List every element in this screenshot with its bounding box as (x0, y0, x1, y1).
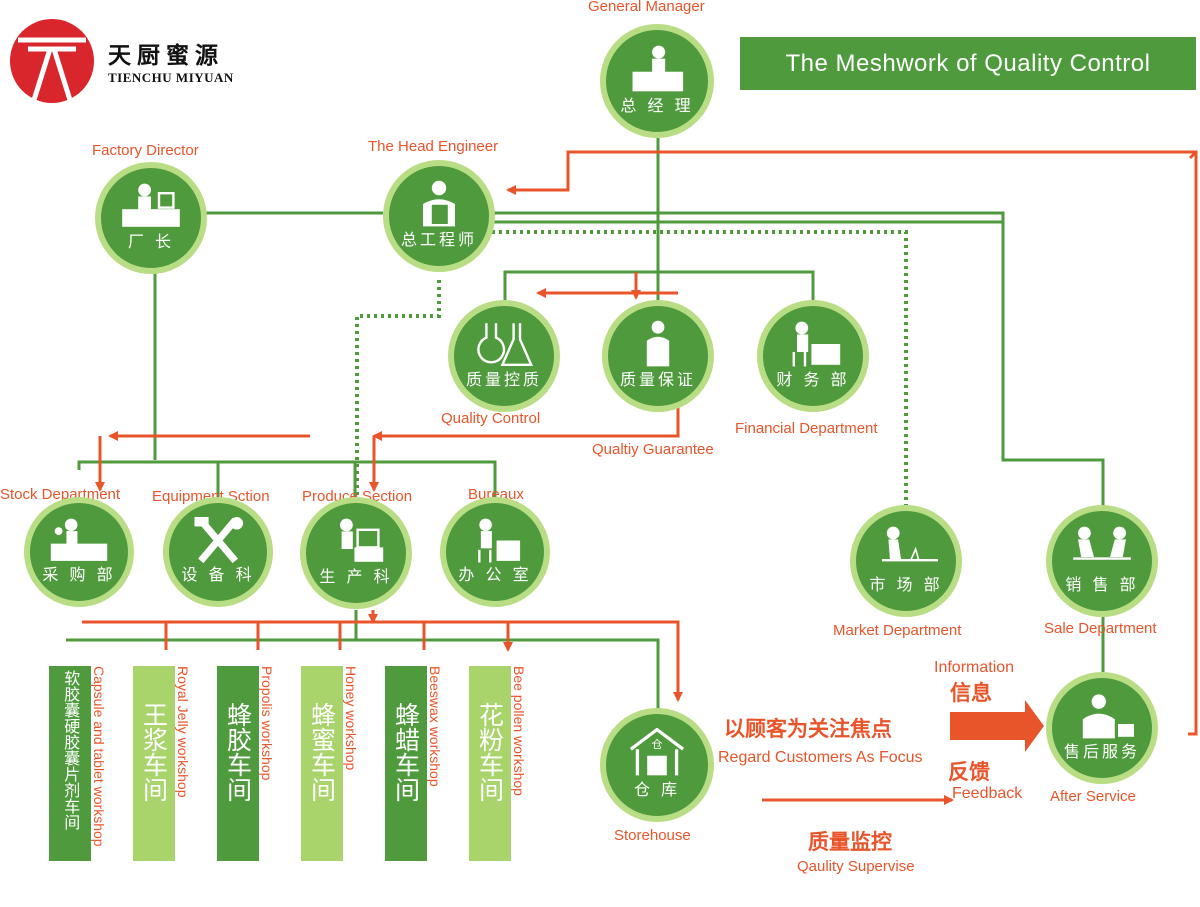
logo-mark (10, 19, 94, 103)
quality-guarantee-cn: 质量保证 (619, 370, 696, 389)
general-manager-node: 总 经 理 (600, 24, 714, 138)
logo-english: TIENCHU MIYUAN (108, 70, 234, 85)
financial-cn: 财 务 部 (776, 370, 850, 389)
workshop-cn: 王浆车间 (139, 702, 169, 802)
office-chair-icon (478, 518, 521, 563)
financial-label: Financial Department (735, 420, 878, 437)
sale-label: Sale Department (1044, 620, 1157, 637)
tools-icon (194, 516, 244, 563)
storehouse-node: 仓 仓 库 (600, 708, 714, 822)
stock-node: 采 购 部 (24, 497, 134, 607)
bureaux-cn: 办 公 室 (458, 565, 532, 585)
produce-node: 生 产 科 (300, 497, 412, 609)
inspector-icon (646, 320, 670, 367)
market-node: 市 场 部 (850, 505, 962, 617)
after-service-cn: 售后服务 (1063, 742, 1140, 761)
after-service-label: After Service (1050, 788, 1136, 805)
hierarchy-lines (66, 138, 1105, 720)
head-engineer-cn: 总工程师 (400, 230, 477, 249)
focus-cn: 以顾客为关注焦点 (724, 717, 892, 741)
engineer-icon (423, 180, 455, 227)
feedback-cn: 反馈 (948, 760, 990, 784)
after-service-node: 售后服务 (1046, 672, 1158, 784)
factory-director-node: 厂 长 (95, 162, 207, 274)
workshop-en: Capsule and tablet workshop (91, 666, 107, 847)
general-manager-label: General Manager (588, 0, 705, 15)
factory-director-label: Factory Director (92, 142, 199, 159)
general-manager-cn: 总 经 理 (620, 95, 694, 115)
workshop-en: Beeswax workshop (427, 666, 443, 787)
bureaux-node: 办 公 室 (440, 497, 550, 607)
workshop-bar-royal-jelly: 王浆车间 (133, 666, 175, 861)
workshop-cn: 蜂蜜车间 (307, 702, 337, 802)
produce-cn: 生 产 科 (319, 567, 393, 586)
information-cn: 信息 (950, 681, 992, 705)
diagram-title: The Meshwork of Quality Control (740, 37, 1196, 90)
flask-icon (477, 323, 534, 366)
workshop-en: Honey workshop (343, 666, 359, 771)
workshop-cn: 蜂胶车间 (223, 702, 253, 802)
head-engineer-label: The Head Engineer (368, 138, 499, 155)
logo-chinese: 天厨蜜源 (108, 42, 224, 69)
workshop-bar-propolis: 蜂胶车间 (217, 666, 259, 861)
quality-control-node: 质量控质 (448, 300, 560, 412)
phone-desk-icon (50, 518, 108, 561)
workshop-bar-capsule: 软胶囊硬胶囊片剂车间 (49, 666, 91, 861)
manager-desk-icon (632, 45, 684, 92)
sale-node: 销 售 部 (1046, 505, 1158, 617)
workshop-cn: 软胶囊硬胶囊片剂车间 (61, 670, 81, 830)
dotted-lines (355, 230, 908, 505)
computer-desk-icon (340, 518, 384, 562)
information-label: Information (934, 659, 1015, 676)
workshop-en: Bee pollen workshop (511, 666, 527, 796)
financial-node: 财 务 部 (757, 300, 869, 412)
stock-cn: 采 购 部 (42, 565, 116, 585)
feedback-en: Feedback (952, 785, 1023, 802)
workshop-bar-beeswax: 蜂蜡车间 (385, 666, 427, 861)
equipment-node: 设 备 科 (163, 497, 273, 607)
sale-cn: 销 售 部 (1065, 575, 1139, 594)
produce-label: Produce Section (302, 488, 412, 505)
storehouse-label: Storehouse (614, 827, 691, 844)
supervise-cn: 质量监控 (808, 830, 892, 854)
focus-arrow (950, 700, 1044, 752)
head-engineer-node: 总工程师 (383, 160, 495, 272)
storehouse-badge: 仓 (651, 738, 663, 751)
workshop-cn: 蜂蜡车间 (391, 702, 421, 802)
quality-guarantee-label: Qualtiy Guarantee (592, 441, 714, 458)
warehouse-icon (629, 728, 685, 776)
market-cn: 市 场 部 (869, 575, 943, 594)
supervise-en: Qaulity Supervise (797, 858, 915, 875)
meeting-icon (1073, 526, 1131, 560)
telephone-service-icon (1082, 694, 1134, 739)
workshop-cn: 花粉车间 (475, 702, 505, 802)
workshop-en: Propolis workshop (259, 666, 275, 781)
laptop-desk-icon (882, 526, 938, 562)
quality-control-label: Quality Control (441, 410, 541, 427)
feedback-arrows (82, 150, 1198, 805)
quality-guarantee-node: 质量保证 (602, 300, 714, 412)
quality-control-cn: 质量控质 (465, 370, 542, 389)
workshop-bar-bee-pollen: 花粉车间 (469, 666, 511, 861)
director-desk-icon (122, 183, 180, 227)
market-label: Market Department (833, 622, 962, 639)
focus-en: Regard Customers As Focus (718, 749, 923, 766)
storehouse-cn: 仓 库 (633, 779, 681, 799)
workshop-en: Royal Jelly workshop (175, 666, 191, 798)
desk-worker-icon (792, 321, 841, 367)
equipment-cn: 设 备 科 (181, 565, 255, 585)
workshop-bar-honey: 蜂蜜车间 (301, 666, 343, 861)
factory-director-cn: 厂 长 (127, 232, 175, 251)
